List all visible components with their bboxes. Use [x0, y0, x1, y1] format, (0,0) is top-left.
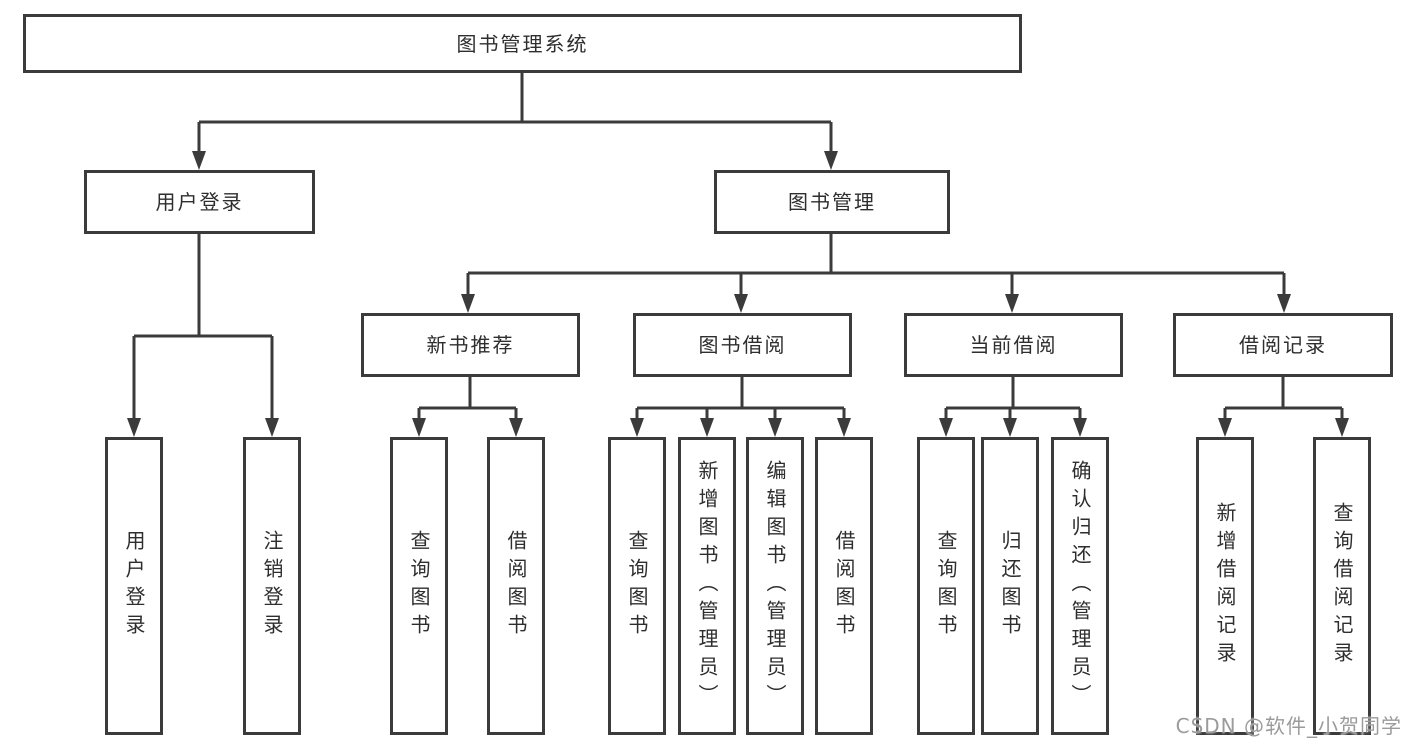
node-borrow-records: 借阅记录 — [1173, 313, 1393, 377]
leaf-borrow-books: 借阅图书 — [815, 437, 873, 735]
node-root: 图书管理系统 — [23, 14, 1022, 73]
node-book-borrow: 图书借阅 — [633, 313, 852, 377]
leaf-user-login: 用户登录 — [105, 437, 163, 735]
leaf-query-books-recommend: 查询图书 — [390, 437, 448, 735]
leaf-add-borrow-record: 新增借阅记录 — [1196, 437, 1254, 735]
leaf-query-books-borrow: 查询图书 — [608, 437, 666, 735]
leaf-edit-book-admin: 编辑图书（管理员） — [746, 437, 804, 735]
leaf-query-borrow-record: 查询借阅记录 — [1313, 437, 1371, 735]
leaf-return-book: 归还图书 — [981, 437, 1039, 735]
leaf-add-book-admin: 新增图书（管理员） — [678, 437, 736, 735]
leaf-query-books-current: 查询图书 — [917, 437, 975, 735]
node-user-login-branch: 用户登录 — [84, 170, 315, 234]
node-current-borrow: 当前借阅 — [904, 313, 1123, 377]
node-book-management-branch: 图书管理 — [714, 170, 950, 234]
leaf-confirm-return-admin: 确认归还（管理员） — [1051, 437, 1109, 735]
node-new-book-recommend: 新书推荐 — [361, 313, 580, 377]
watermark: CSDN @软件_小贺同学 — [1175, 714, 1402, 738]
leaf-borrow-books-recommend: 借阅图书 — [487, 437, 545, 735]
leaf-logout: 注销登录 — [243, 437, 301, 735]
